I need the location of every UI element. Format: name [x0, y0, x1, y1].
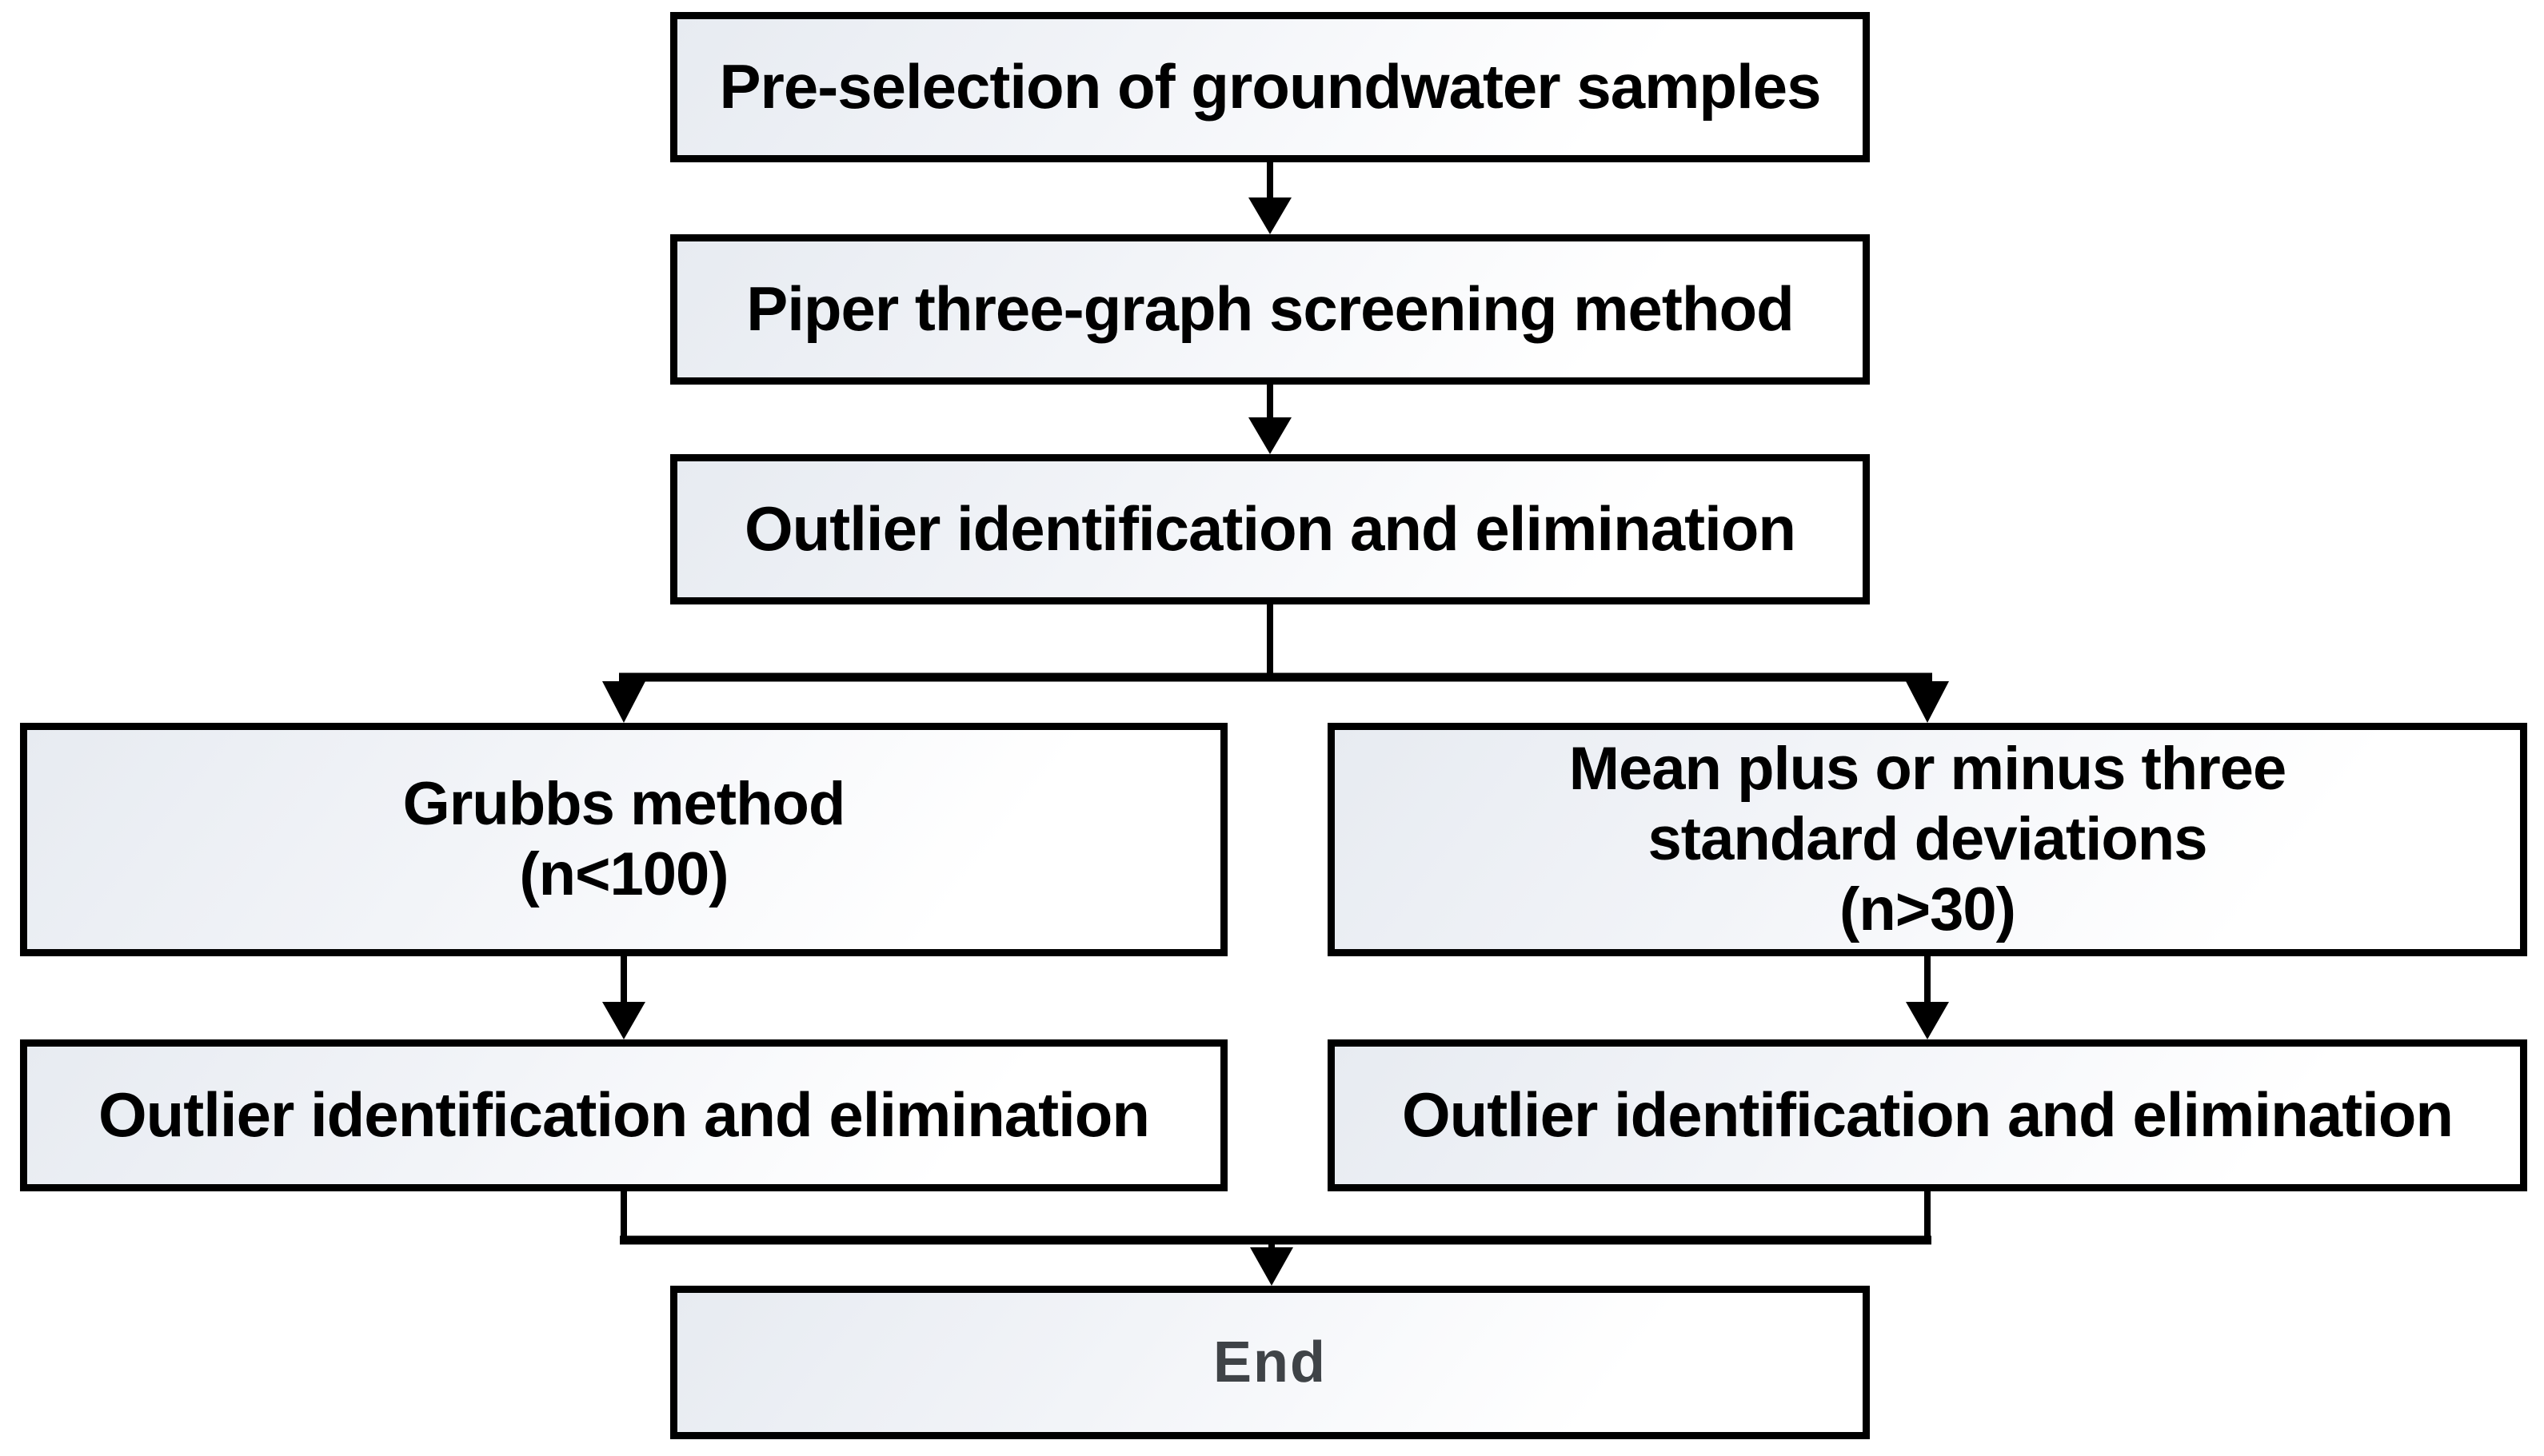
- node-outlier-right-label: Outlier identification and elimination: [1401, 1079, 2454, 1151]
- branch-split-connector: [602, 604, 1949, 723]
- node-mean3sd-label-line3: (n>30): [1839, 876, 2016, 943]
- node-outlier-identification-left: Outlier identification and elimination: [20, 1039, 1228, 1191]
- arrow-preselection-to-piper: [1248, 162, 1292, 234]
- node-preselection-label: Pre-selection of groundwater samples: [719, 51, 1821, 122]
- node-grubbs-label-line1: Grubbs method: [402, 770, 846, 838]
- node-piper-label: Piper three-graph screening method: [746, 273, 1795, 345]
- node-grubbs-label-line2: (n<100): [519, 840, 729, 908]
- node-grubbs-method: Grubbs method (n<100): [20, 723, 1228, 956]
- node-mean3sd-label-line1: Mean plus or minus three: [1568, 735, 2287, 803]
- node-outlier-identification-top: Outlier identification and elimination: [670, 454, 1870, 604]
- node-outlier-top-label: Outlier identification and elimination: [744, 493, 1796, 564]
- node-end: End: [670, 1286, 1870, 1439]
- node-mean3sd-label-line2: standard deviations: [1647, 805, 2208, 873]
- node-outlier-left-label: Outlier identification and elimination: [98, 1079, 1150, 1151]
- node-piper-screening: Piper three-graph screening method: [670, 234, 1870, 385]
- arrow-piper-to-outlier: [1248, 385, 1292, 454]
- node-preselection: Pre-selection of groundwater samples: [670, 12, 1870, 162]
- node-outlier-identification-right: Outlier identification and elimination: [1328, 1039, 2527, 1191]
- arrow-mean3sd-to-outlier-right: [1906, 956, 1949, 1039]
- node-mean-three-sd: Mean plus or minus three standard deviat…: [1328, 723, 2527, 956]
- node-end-label: End: [1213, 1330, 1327, 1394]
- arrow-grubbs-to-outlier-left: [602, 956, 645, 1039]
- merge-connector: [620, 1191, 1931, 1286]
